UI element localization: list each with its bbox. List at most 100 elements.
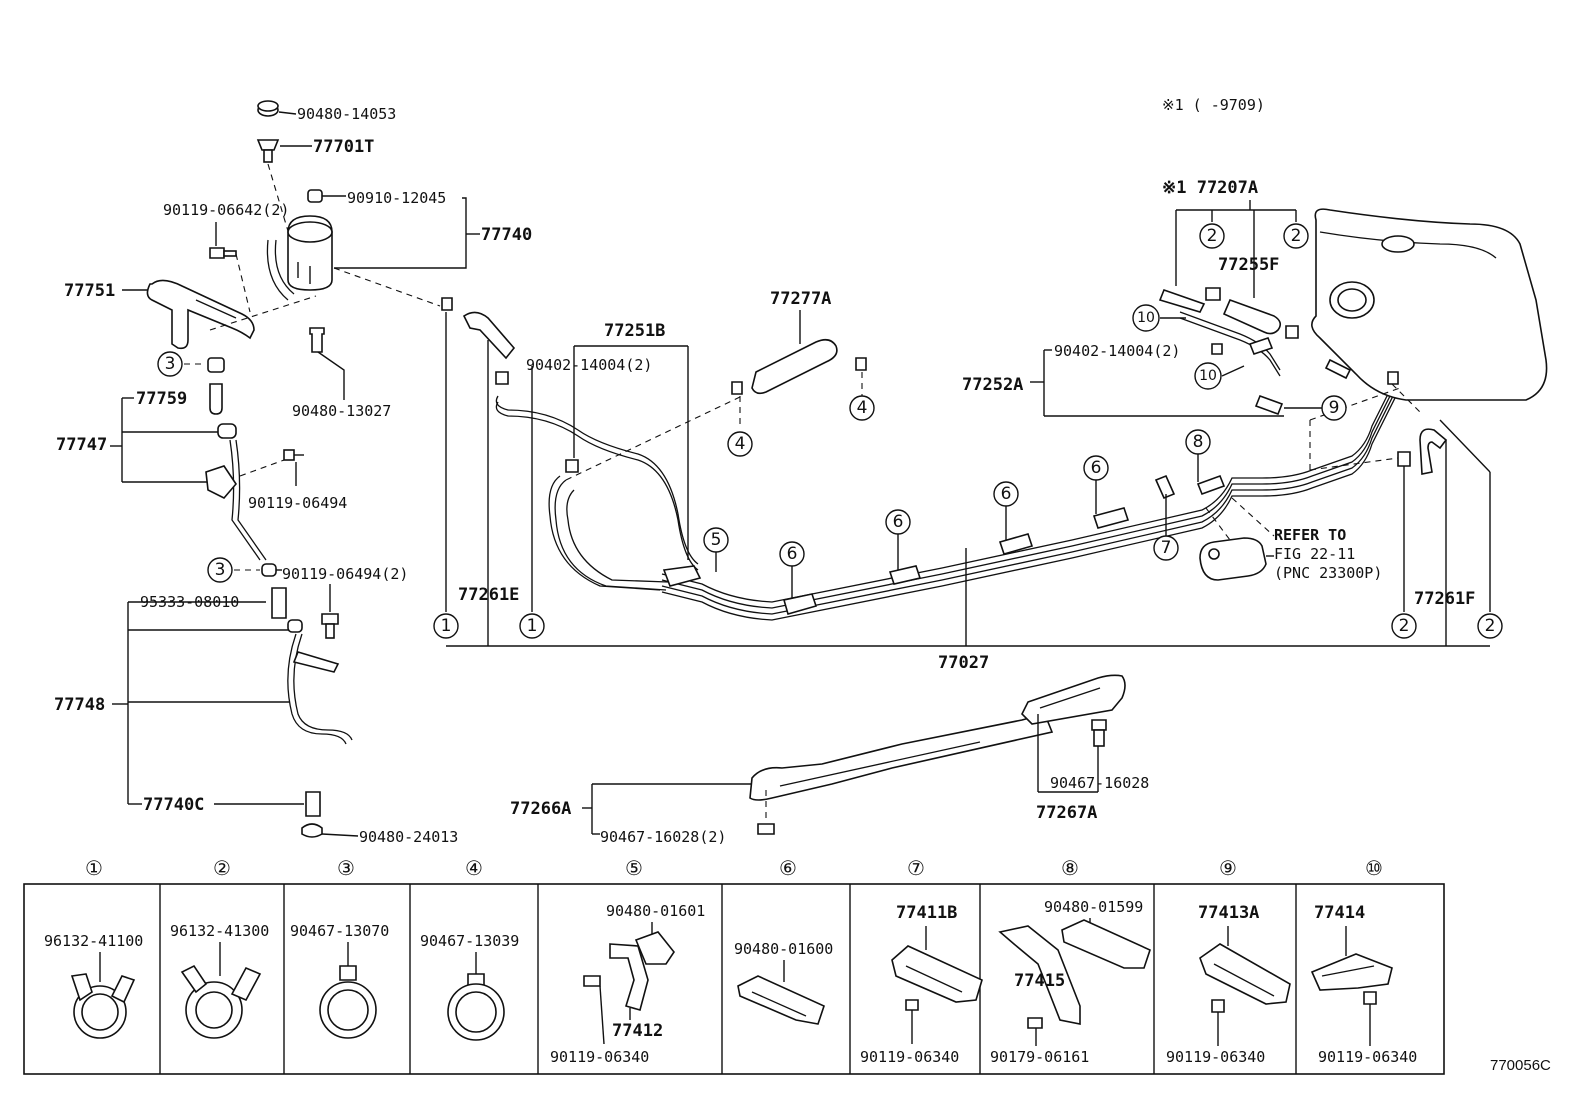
label-90402-14004-b: 90402-14004(2) bbox=[1054, 342, 1180, 360]
legend-10-part-b: 90119-06340 bbox=[1318, 1048, 1417, 1066]
callout-2-d: 2 bbox=[1477, 613, 1503, 639]
legend-9-part-a: 77413A bbox=[1198, 903, 1259, 923]
callout-2-a: 2 bbox=[1199, 223, 1225, 249]
label-90402-14004-a: 90402-14004(2) bbox=[526, 356, 652, 374]
applicability-note: ※1 ( -9709) bbox=[1162, 96, 1265, 114]
svg-text:2: 2 bbox=[1399, 616, 1410, 636]
legend-9-part-b: 90119-06340 bbox=[1166, 1048, 1265, 1066]
legend-header-9: ⑨ bbox=[1219, 856, 1237, 880]
legend-8-part-c: 90179-06161 bbox=[990, 1048, 1089, 1066]
svg-text:9: 9 bbox=[1329, 398, 1340, 418]
refer-to-line3: (PNC 23300P) bbox=[1274, 564, 1382, 582]
svg-text:4: 4 bbox=[735, 434, 746, 454]
legend-header-3: ③ bbox=[337, 856, 355, 880]
legend-8-part-a: 90480-01599 bbox=[1044, 898, 1143, 916]
label-77277A: 77277A bbox=[770, 289, 831, 309]
label-77740: 77740 bbox=[481, 225, 532, 245]
callout-3-upper: 3 bbox=[157, 351, 183, 377]
svg-text:7: 7 bbox=[1161, 538, 1172, 558]
svg-text:1: 1 bbox=[441, 616, 452, 636]
callout-8: 8 bbox=[1185, 429, 1211, 455]
label-90119-06642: 90119-06642(2) bbox=[163, 201, 289, 219]
label-77747: 77747 bbox=[56, 435, 107, 455]
label-77251B: 77251B bbox=[604, 321, 665, 341]
legend-header-1: ① bbox=[85, 856, 103, 880]
callout-10-b: 10 bbox=[1194, 362, 1222, 390]
label-77751: 77751 bbox=[64, 281, 115, 301]
label-77759: 77759 bbox=[136, 389, 187, 409]
svg-text:6: 6 bbox=[893, 512, 904, 532]
callout-4-b: 4 bbox=[849, 395, 875, 421]
refer-to-line2: FIG 22-11 bbox=[1274, 545, 1355, 563]
legend-header-6: ⑥ bbox=[779, 856, 797, 880]
callout-1-a: 1 bbox=[433, 613, 459, 639]
legend-10-part-a: 77414 bbox=[1314, 903, 1365, 923]
label-77266A: 77266A bbox=[510, 799, 571, 819]
legend-header-10: ⑩ bbox=[1365, 856, 1383, 880]
svg-text:2: 2 bbox=[1485, 616, 1496, 636]
callout-6-b: 6 bbox=[885, 509, 911, 535]
svg-text:5: 5 bbox=[711, 530, 722, 550]
label-77748: 77748 bbox=[54, 695, 105, 715]
label-77252A: 77252A bbox=[962, 375, 1023, 395]
callout-4-a: 4 bbox=[727, 431, 753, 457]
legend-table: ① ② ③ ④ ⑤ ⑥ ⑦ ⑧ ⑨ ⑩ 96132-41100 96132-41… bbox=[23, 856, 1445, 1075]
refer-to-line1: REFER TO bbox=[1274, 526, 1346, 544]
svg-text:10: 10 bbox=[1137, 310, 1155, 326]
callout-2-c: 2 bbox=[1391, 613, 1417, 639]
label-90910-12045: 90910-12045 bbox=[347, 189, 446, 207]
svg-text:2: 2 bbox=[1207, 226, 1218, 246]
legend-2-part: 96132-41300 bbox=[170, 922, 269, 940]
legend-4-part: 90467-13039 bbox=[420, 932, 519, 950]
label-77255F: 77255F bbox=[1218, 255, 1279, 275]
legend-5-part-c: 90119-06340 bbox=[550, 1048, 649, 1066]
legend-header-5: ⑤ bbox=[625, 856, 643, 880]
label-77261F: 77261F bbox=[1414, 589, 1475, 609]
svg-text:3: 3 bbox=[215, 560, 226, 580]
label-77207A: ※1 77207A bbox=[1162, 178, 1258, 198]
svg-text:1: 1 bbox=[527, 616, 538, 636]
label-90119-06494-2: 90119-06494(2) bbox=[282, 565, 408, 583]
callout-6-c: 6 bbox=[993, 481, 1019, 507]
callout-10-a: 10 bbox=[1132, 304, 1160, 332]
label-77261E: 77261E bbox=[458, 585, 519, 605]
svg-text:10: 10 bbox=[1199, 368, 1217, 384]
label-77701T: 77701T bbox=[313, 137, 374, 157]
protector-assembly: 90467-16028 77267A 77266A 90467-16028(2) bbox=[510, 674, 1149, 846]
svg-text:6: 6 bbox=[1091, 458, 1102, 478]
callout-6-a: 6 bbox=[779, 541, 805, 567]
callout-3-lower: 3 bbox=[207, 557, 233, 583]
callout-5: 5 bbox=[703, 527, 729, 553]
canister-assembly: 90480-14053 77701T 90910-12045 77740 901… bbox=[54, 100, 532, 846]
legend-header-4: ④ bbox=[465, 856, 483, 880]
legend-6-part: 90480-01600 bbox=[734, 940, 833, 958]
label-77267A: 77267A bbox=[1036, 803, 1097, 823]
svg-text:3: 3 bbox=[165, 354, 176, 374]
svg-text:8: 8 bbox=[1193, 432, 1204, 452]
callout-6-d: 6 bbox=[1083, 455, 1109, 481]
legend-7-part-a: 77411B bbox=[896, 903, 957, 923]
label-90480-14053: 90480-14053 bbox=[297, 105, 396, 123]
callout-2-b: 2 bbox=[1283, 223, 1309, 249]
label-90467-16028-2: 90467-16028(2) bbox=[600, 828, 726, 846]
label-90480-24013: 90480-24013 bbox=[359, 828, 458, 846]
legend-5-part-a: 90480-01601 bbox=[606, 902, 705, 920]
callout-1-b: 1 bbox=[519, 613, 545, 639]
legend-header-7: ⑦ bbox=[907, 856, 925, 880]
callout-7: 7 bbox=[1153, 535, 1179, 561]
diagram-code: 770056C bbox=[1490, 1057, 1551, 1074]
fuel-line-assembly: 77261E 77251B 90402-14004(2) bbox=[441, 178, 1548, 673]
label-90119-06494: 90119-06494 bbox=[248, 494, 347, 512]
svg-text:6: 6 bbox=[787, 544, 798, 564]
label-77740C: 77740C bbox=[143, 795, 204, 815]
label-77027: 77027 bbox=[938, 653, 989, 673]
svg-text:6: 6 bbox=[1001, 484, 1012, 504]
legend-1-part: 96132-41100 bbox=[44, 932, 143, 950]
svg-text:2: 2 bbox=[1291, 226, 1302, 246]
legend-3-part: 90467-13070 bbox=[290, 922, 389, 940]
legend-header-8: ⑧ bbox=[1061, 856, 1079, 880]
legend-7-part-b: 90119-06340 bbox=[860, 1048, 959, 1066]
callouts: 3 3 1 1 4 4 5 6 6 6 6 7 8 9 10 10 2 2 2 … bbox=[157, 223, 1503, 639]
svg-text:4: 4 bbox=[857, 398, 868, 418]
